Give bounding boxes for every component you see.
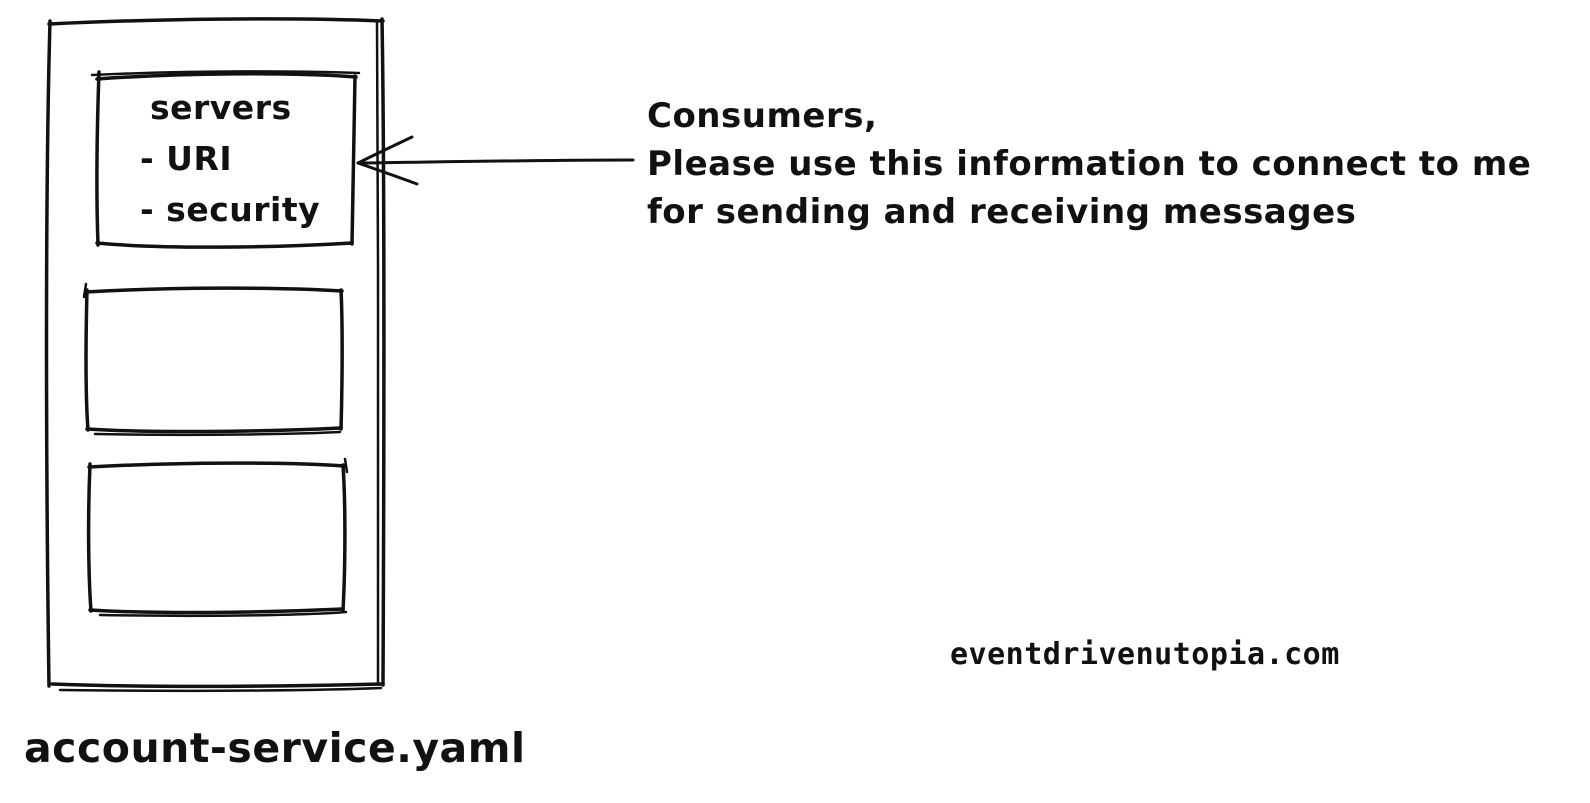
outer-box: [44, 17, 386, 693]
empty-box-2: [86, 457, 349, 618]
servers-box: servers - URI - security: [140, 82, 320, 235]
servers-box-outline: [90, 70, 361, 249]
empty-box-1: [82, 282, 344, 437]
watermark-text: eventdrivenutopia.com: [950, 637, 1340, 672]
consumers-note-line-1: Consumers,: [647, 96, 878, 136]
consumers-note-line-2: Please use this information to connect t…: [647, 144, 1532, 184]
file-label: account-service.yaml: [24, 724, 526, 772]
consumers-note: Consumers, Please use this information t…: [647, 92, 1531, 236]
servers-box-title: servers: [150, 88, 292, 127]
annotation-arrow: [356, 135, 635, 186]
consumers-note-line-3: for sending and receiving messages: [647, 192, 1357, 232]
servers-box-item-security: - security: [140, 190, 321, 229]
servers-box-item-uri: - URI: [140, 139, 233, 178]
